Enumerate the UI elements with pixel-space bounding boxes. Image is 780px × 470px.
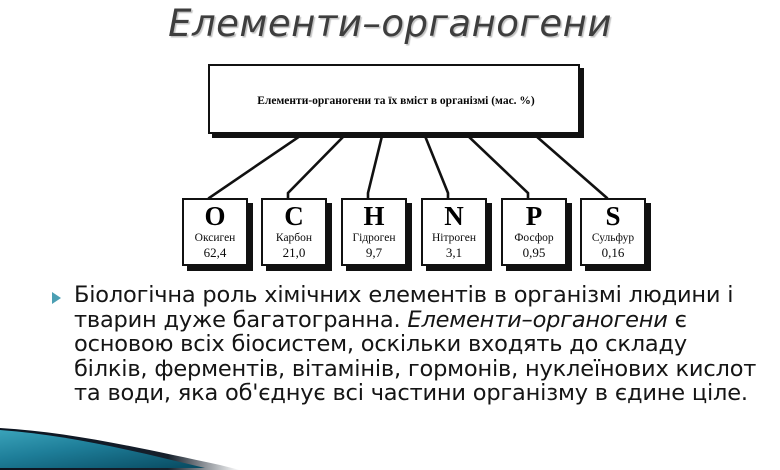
element-symbol: O bbox=[204, 201, 226, 231]
element-name: Гідроген bbox=[352, 232, 396, 244]
page-title: Елементи–органогени bbox=[168, 2, 612, 45]
organogen-elements-diagram: Елементи-органогени та їх вміст в органі… bbox=[0, 55, 780, 275]
element-box-c: C Карбон 21,0 bbox=[261, 198, 327, 266]
element-value: 0,16 bbox=[601, 245, 625, 260]
element-box-n: N Нітроген 3,1 bbox=[421, 198, 487, 266]
element-name: Фосфор bbox=[514, 232, 554, 244]
element-box-o: O Оксиген 62,4 bbox=[182, 198, 248, 266]
body-text-segment-2: є основою всіх біосистем, оскільки входя… bbox=[74, 306, 757, 406]
body-bullet-block: Біологічна роль хімічних елементів в орг… bbox=[52, 283, 764, 406]
element-box-h: H Гідроген 9,7 bbox=[341, 198, 407, 266]
element-symbol: N bbox=[444, 201, 464, 231]
element-symbol: H bbox=[363, 201, 385, 231]
element-symbol: P bbox=[525, 201, 543, 231]
element-value: 62,4 bbox=[203, 245, 227, 260]
element-box-s: S Сульфур 0,16 bbox=[580, 198, 646, 266]
diagram-header-box: Елементи-органогени та їх вміст в органі… bbox=[208, 64, 580, 134]
element-box-p: P Фосфор 0,95 bbox=[501, 198, 567, 266]
body-paragraph: Біологічна роль хімічних елементів в орг… bbox=[74, 283, 764, 406]
element-value: 0,95 bbox=[522, 245, 546, 260]
element-name: Нітроген bbox=[432, 232, 476, 244]
element-value: 3,1 bbox=[445, 245, 463, 260]
bullet-triangle-icon bbox=[52, 292, 61, 304]
diagram-header-label: Елементи-органогени та їх вміст в органі… bbox=[257, 95, 535, 107]
corner-swoosh-decoration bbox=[0, 428, 240, 470]
element-value: 9,7 bbox=[365, 245, 383, 260]
body-text-segment-0: Біологічна роль хімічних елементів в орг… bbox=[74, 282, 734, 333]
element-symbol: C bbox=[284, 201, 304, 231]
element-name: Сульфур bbox=[591, 232, 635, 244]
element-value: 21,0 bbox=[282, 245, 306, 260]
element-name: Карбон bbox=[275, 232, 313, 244]
element-symbol: S bbox=[605, 201, 621, 231]
body-text-segment-1: Елементи–органогени bbox=[407, 306, 668, 333]
element-name: Оксиген bbox=[194, 232, 236, 244]
